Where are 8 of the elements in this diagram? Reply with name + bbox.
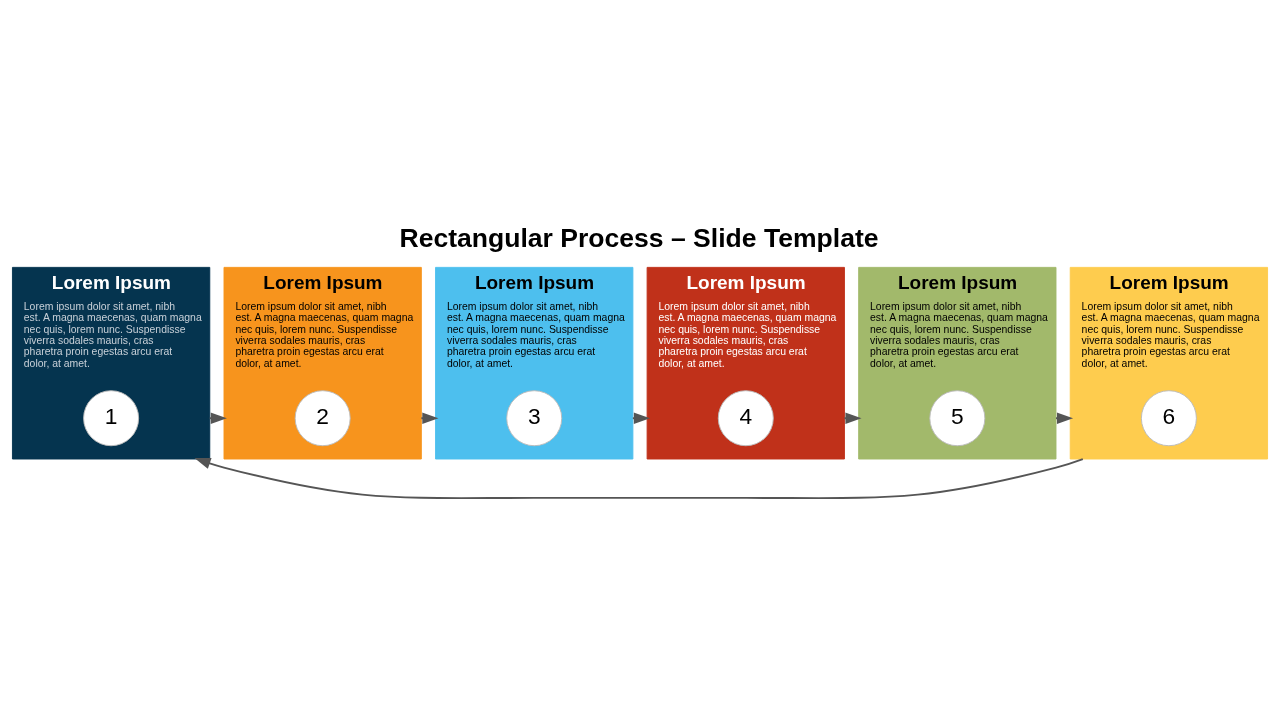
arrow xyxy=(194,457,1084,499)
diagram-title: Rectangular Process – Slide Template xyxy=(399,222,879,253)
node-circle: 2 xyxy=(294,389,351,446)
node-circle: 5 xyxy=(929,389,986,446)
node-circle: 3 xyxy=(506,389,563,446)
node-circle: 6 xyxy=(1140,389,1197,446)
node-circle: 4 xyxy=(717,389,774,446)
node-circle: 1 xyxy=(83,389,140,446)
